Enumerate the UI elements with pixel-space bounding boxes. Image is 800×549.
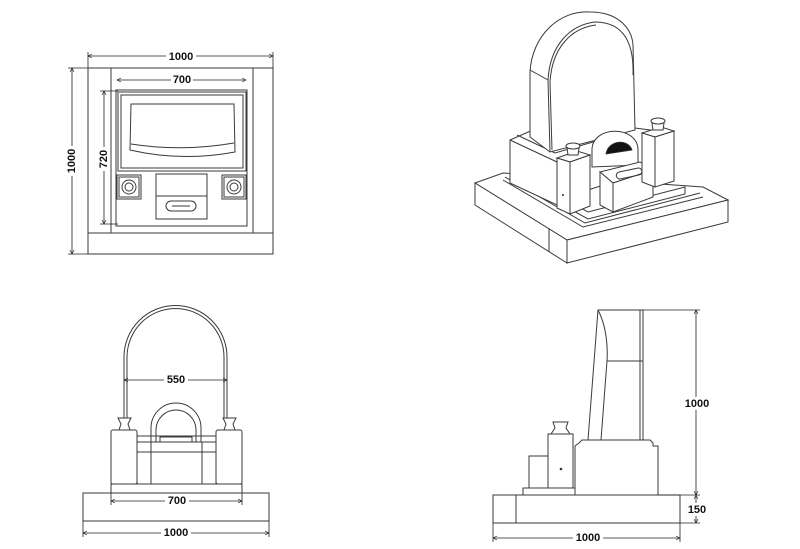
top-stone-width-label: 700 (173, 74, 191, 86)
iso-incense-opening (605, 141, 633, 155)
front-upper-base (110, 483, 243, 494)
side-stone-base (574, 439, 659, 496)
top-flower-holder-right (221, 174, 247, 200)
side-step (522, 487, 576, 496)
side-lower-base (492, 494, 681, 524)
side-stone-height-label: 1000 (685, 398, 709, 410)
top-headstone (117, 91, 247, 172)
front-flower-holder-left (110, 417, 138, 485)
front-view: 550 700 1000 (83, 305, 269, 539)
front-overall-width-label: 1000 (164, 527, 188, 539)
side-flower-holder (547, 421, 574, 489)
top-view: 1000 700 1000 720 (66, 50, 273, 254)
top-overall-depth-label: 1000 (66, 149, 78, 173)
side-view: 1000 150 1000 (493, 310, 712, 544)
top-headstone-face (129, 103, 236, 158)
iso-headstone (529, 11, 636, 153)
side-incense-box (528, 455, 549, 489)
front-stone-base-width-label: 700 (168, 495, 186, 507)
front-flower-holder-right (215, 417, 243, 485)
top-overall-width-label: 1000 (169, 51, 193, 63)
top-water-basin (165, 200, 197, 212)
side-base-height-label: 150 (688, 504, 706, 516)
iso-flower-holder-left (555, 142, 592, 215)
side-overall-depth-label: 1000 (576, 532, 600, 544)
front-headstone-arch (123, 305, 228, 420)
side-headstone (587, 309, 644, 441)
top-stone-depth-label: 720 (98, 150, 110, 168)
front-arch-width-label: 550 (167, 374, 185, 386)
top-flower-holder-left (116, 174, 142, 200)
front-incense-arch (150, 402, 202, 442)
front-incense-box (150, 451, 203, 485)
iso-flower-holder-right (640, 117, 676, 188)
isometric-view (473, 11, 730, 264)
